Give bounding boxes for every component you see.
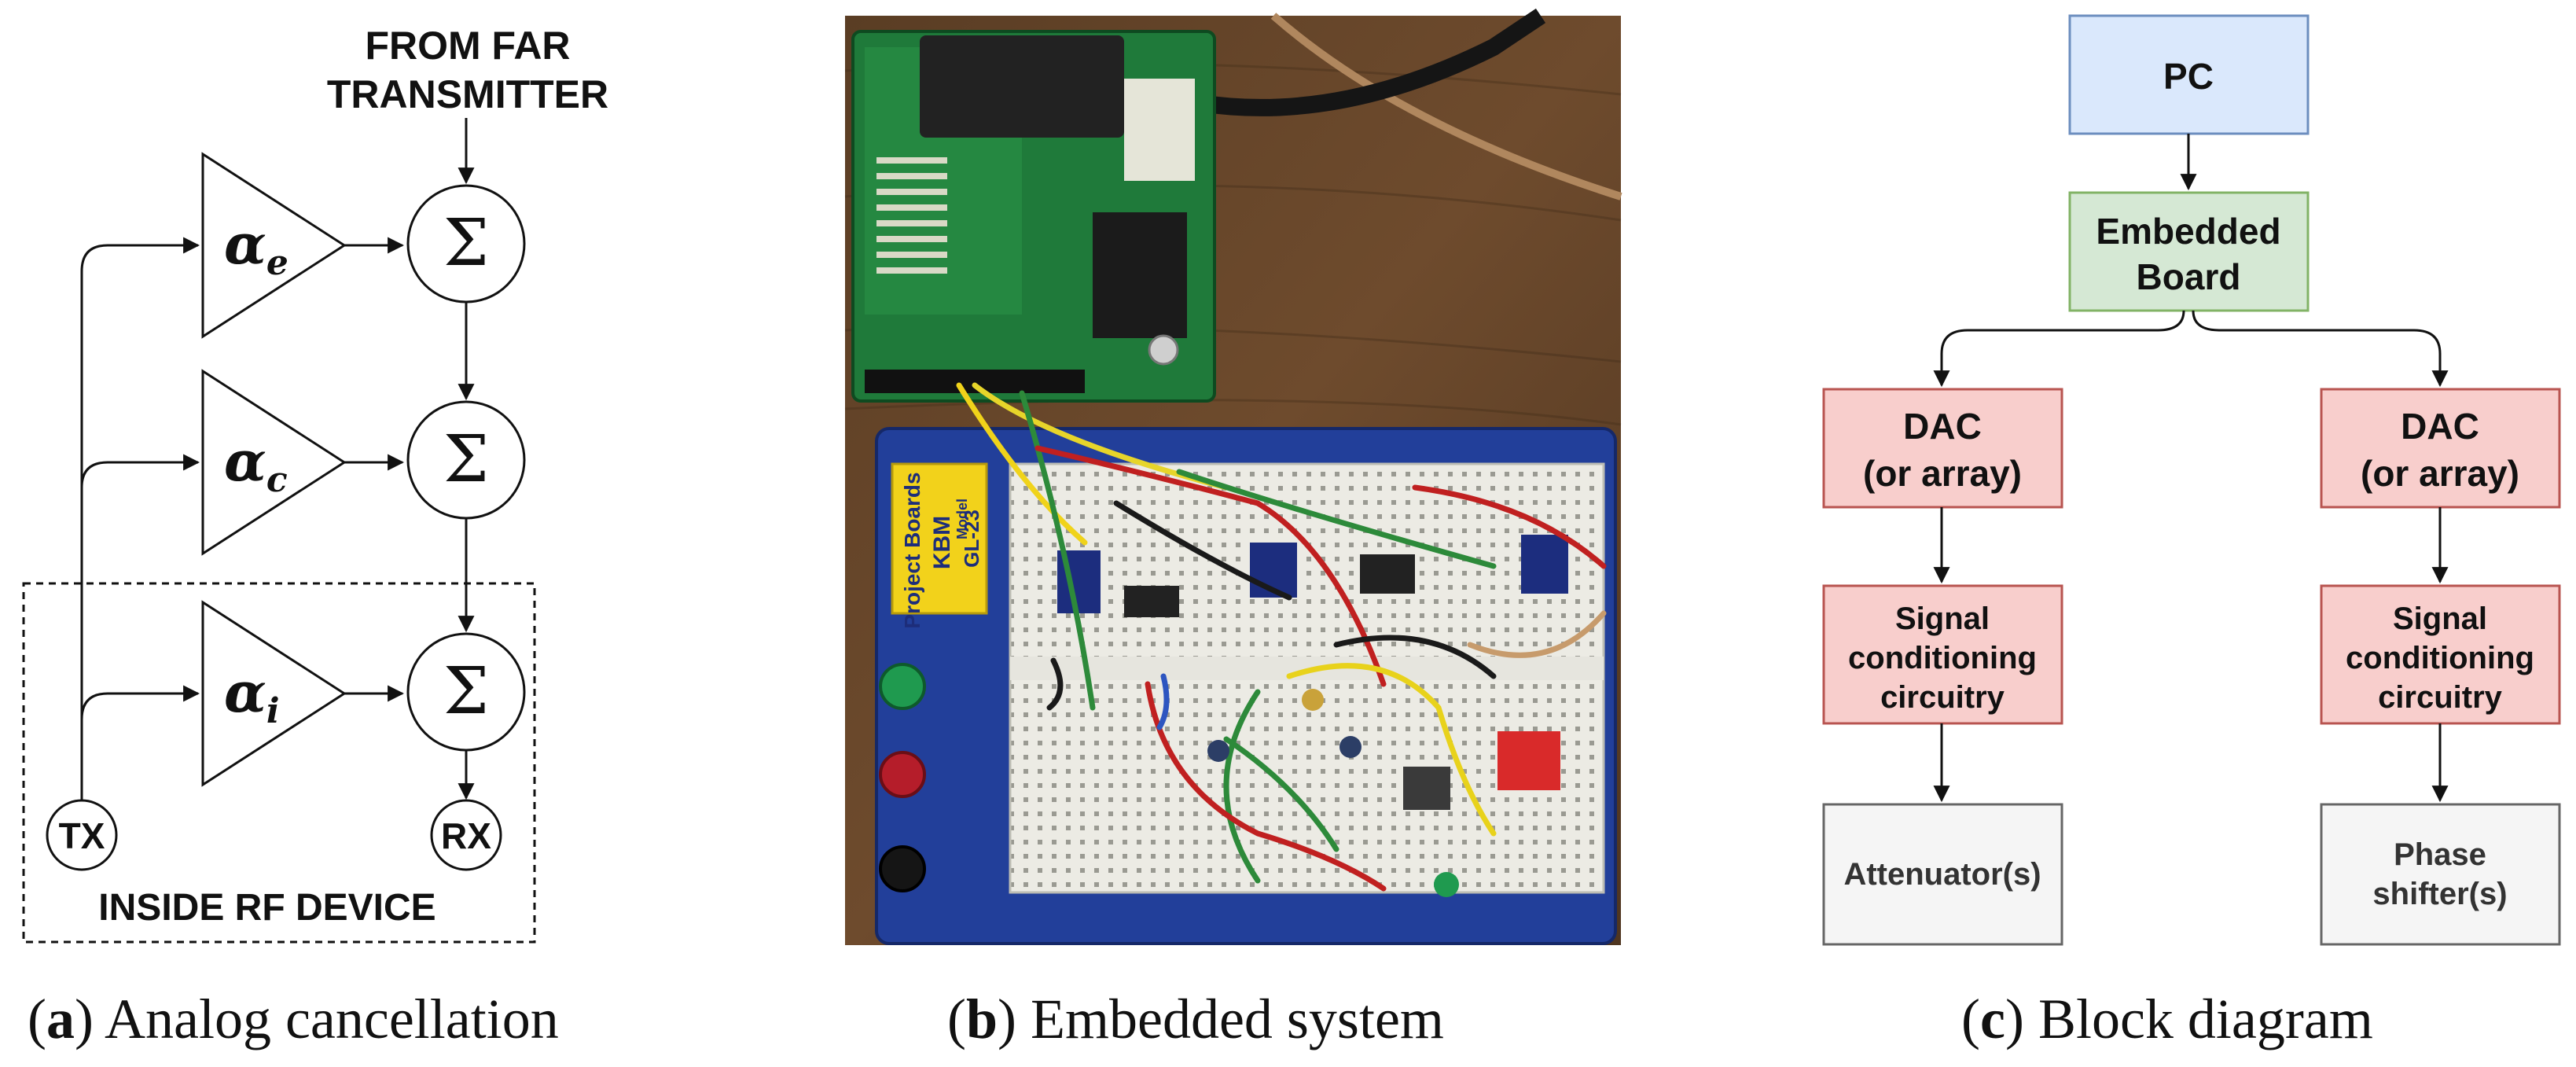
- gain-e-amplifier: [201, 152, 347, 339]
- jumper-wires: [956, 382, 1607, 892]
- board-inductor: [1093, 212, 1187, 338]
- rf-device-boundary: [22, 582, 536, 944]
- breadboard-label: [891, 462, 988, 615]
- rx-node: [430, 799, 502, 871]
- gain-e-label: αe: [224, 212, 288, 283]
- binding-post-red: [879, 751, 926, 798]
- right-dac-block: [2320, 388, 2561, 509]
- attenuator-label: Attenuator(s): [1843, 857, 2041, 892]
- right-signal-label-line1: Signal: [2393, 602, 2487, 636]
- embedded-board-label-line2: Board: [2137, 256, 2241, 297]
- board-fuse: [1124, 79, 1195, 181]
- module-chip-5: [1521, 535, 1568, 594]
- potentiometer-2: [1339, 736, 1361, 758]
- summer-3-symbol: Σ: [443, 654, 489, 729]
- board-to-right-dac-arrow: [2192, 310, 2449, 388]
- attenuator-block: [1822, 803, 2063, 946]
- panel-a-analog-cancellation: FROM FAR TRANSMITTER INSIDE RF DEVICE αe…: [22, 24, 608, 944]
- right-dac-label-line1: DAC: [2401, 406, 2479, 447]
- caption-c: (c) Block diagram: [1961, 988, 2373, 1050]
- pc-label: PC: [2163, 56, 2214, 97]
- summer-2-symbol: Σ: [443, 422, 489, 497]
- embedded-board-block: [2068, 191, 2310, 312]
- breadboard-label-text-2: KBM: [929, 516, 955, 569]
- tx-node: [46, 799, 118, 871]
- breadboard-label-text-1: Project Boards: [900, 472, 924, 628]
- binding-post-black: [879, 845, 926, 892]
- module-chip-2: [1124, 586, 1179, 617]
- regulator-component: [1403, 767, 1450, 810]
- left-dac-block: [1822, 388, 2063, 509]
- source-label-line1: FROM FAR: [365, 24, 570, 68]
- left-signal-label-line1: Signal: [1895, 602, 1990, 636]
- board-header-pins: [865, 370, 1085, 393]
- tx-label: TX: [59, 815, 105, 856]
- led: [1434, 872, 1459, 897]
- breadboard-label-text-3: Model: [954, 499, 970, 539]
- left-dac-label-line1: DAC: [1903, 406, 1982, 447]
- panel-b-embedded-system-photo: Project Boards KBM Model GL-23: [844, 8, 1622, 945]
- embedded-board-label-line1: Embedded: [2096, 211, 2280, 252]
- sma-connector: [1302, 689, 1324, 711]
- right-signal-label-line3: circuitry: [2378, 680, 2503, 715]
- tx-feed-to-gain-e: [80, 237, 200, 800]
- caption-b: (b) Embedded system: [947, 988, 1444, 1050]
- binding-post-green: [879, 663, 926, 710]
- phase-label-line1: Phase: [2394, 837, 2486, 872]
- pc-block: [2068, 14, 2310, 135]
- gain-i-label: αi: [224, 660, 280, 731]
- phase-label-line2: shifter(s): [2372, 877, 2507, 911]
- right-signal-conditioning-block: [2320, 584, 2561, 725]
- device-label: INSIDE RF DEVICE: [98, 887, 435, 929]
- board-transformer: [920, 35, 1124, 138]
- tx-feed-to-gain-c: [80, 454, 200, 488]
- summer-1-symbol: Σ: [443, 206, 489, 281]
- board-to-left-dac-arrow: [1933, 310, 2185, 388]
- coax-cable: [1270, 13, 1622, 201]
- phase-shifter-block: [2320, 803, 2561, 946]
- tx-feed-to-gain-i: [80, 685, 200, 720]
- board-capacitor: [1148, 334, 1179, 366]
- rx-label: RX: [441, 815, 491, 856]
- left-signal-label-line2: conditioning: [1848, 641, 2037, 675]
- right-signal-label-line2: conditioning: [2346, 641, 2534, 675]
- board-silkscreen: [876, 157, 947, 274]
- breadboard-label-text-4: GL-23: [960, 510, 983, 568]
- red-sensor-module: [1497, 731, 1560, 790]
- left-dac-label-line2: (or array): [1863, 453, 2022, 494]
- caption-a: (a) Analog cancellation: [28, 988, 559, 1050]
- potentiometer: [1207, 740, 1229, 762]
- source-label-line2: TRANSMITTER: [327, 72, 608, 116]
- gain-c-amplifier: [201, 369, 347, 556]
- right-dac-label-line2: (or array): [2361, 453, 2519, 494]
- module-chip-4: [1360, 554, 1415, 594]
- panel-c-block-diagram: PC Embedded Board DAC (or array) Signal …: [1822, 14, 2561, 946]
- gain-c-label: αc: [224, 429, 288, 500]
- gain-i-amplifier: [201, 600, 347, 787]
- left-signal-conditioning-block: [1822, 584, 2063, 725]
- left-signal-label-line3: circuitry: [1880, 680, 2005, 715]
- power-cable: [1193, 8, 1546, 116]
